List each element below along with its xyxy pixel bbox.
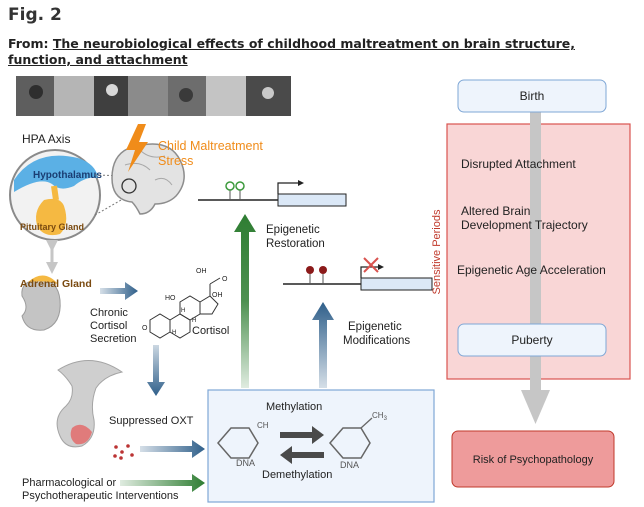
age-acceleration-label: Epigenetic Age Acceleration (457, 263, 606, 277)
epigenetic-mod-line2: Modifications (343, 335, 410, 347)
chronic-line2: Cortisol (90, 320, 127, 332)
lightning-icon (126, 124, 148, 172)
steroid-h2: H (192, 318, 196, 324)
pituitary-label: Pituitary Gland (20, 222, 84, 232)
steroid-o-right: O (222, 276, 228, 283)
demethylation-label: Demethylation (262, 469, 332, 481)
from-prefix: From: (8, 36, 53, 51)
interventions-line2: Psychotherapeutic Interventions (22, 490, 179, 502)
methylation-arrow (280, 426, 324, 444)
dna-right-label: DNA (340, 460, 359, 470)
suppressed-oxt-label: Suppressed OXT (109, 415, 194, 427)
birth-label: Birth (520, 89, 545, 103)
birth-node (457, 79, 607, 113)
cortisol-to-oxt-arrow (147, 345, 165, 396)
adrenal-label: Adrenal Gland (20, 278, 92, 290)
brain-icon (111, 143, 185, 215)
chronic-line3: Secretion (90, 333, 136, 345)
steroid-h1: H (181, 308, 185, 314)
adrenal-kidney-icon (21, 275, 61, 331)
puberty-label: Puberty (511, 333, 552, 347)
epigenetic-restoration-line1: Epigenetic (266, 224, 320, 236)
restoration-arrow (234, 214, 256, 388)
methylation-box (207, 389, 435, 503)
hypothalamus-label: Hypothalamus (33, 170, 102, 181)
steroid-h3: H (172, 330, 176, 336)
cortisol-structure (149, 277, 221, 339)
hpa-axis-title: HPA Axis (22, 132, 70, 146)
altered-brain-line2: Development Trajectory (461, 218, 588, 232)
dna-ring-right (329, 427, 371, 459)
photo-strip (16, 76, 291, 116)
pituitary-shape (36, 198, 67, 236)
methylation-label: Methylation (266, 401, 322, 413)
article-title-link[interactable]: The neurobiological effects of childhood… (8, 36, 575, 67)
dna-ring-left (217, 427, 259, 459)
steroid-oh-top: OH (196, 268, 207, 275)
gene-silenced (283, 257, 433, 291)
interventions-line1: Pharmacological or (22, 477, 116, 489)
figure-label: Fig. 2 (8, 5, 62, 25)
stress-label-line1: Child Maltreatment (158, 139, 263, 153)
dna-left-label: DNA (236, 458, 255, 468)
demethylation-arrow (280, 446, 324, 464)
steroid-ho: HO (165, 295, 176, 302)
hypothalamus-shape (14, 155, 98, 192)
epigenetic-restoration-line2: Restoration (266, 238, 325, 250)
sensitive-periods-label: Sensitive Periods (431, 209, 443, 294)
interventions-arrow (120, 474, 205, 492)
altered-brain-line1: Altered Brain (461, 204, 530, 218)
ch-label: CH (257, 421, 269, 430)
epigenetic-mod-line1: Epigenetic (348, 321, 402, 333)
hpa-axis-illustration (9, 149, 101, 241)
steroid-oh-mid: OH (212, 292, 223, 299)
gene-restored (198, 180, 347, 207)
adrenal-to-cortisol-arrow (100, 282, 138, 300)
figure-source: From: The neurobiological effects of chi… (8, 36, 638, 68)
modification-arrow (312, 302, 334, 388)
disrupted-attachment-label: Disrupted Attachment (461, 157, 576, 171)
puberty-node (457, 323, 607, 357)
timeline-arrow (521, 390, 550, 424)
ch3-label: CH3 (372, 411, 388, 422)
risk-label: Risk of Psychopathology (473, 454, 594, 466)
risk-node (451, 430, 615, 488)
cortisol-label: Cortisol (192, 325, 229, 337)
chronic-line1: Chronic (90, 307, 128, 319)
oxt-pituitary-icon (56, 360, 124, 448)
oxt-to-methylation-arrow (140, 440, 205, 458)
steroid-o-left: O (142, 325, 148, 332)
stress-label-line2: Stress (158, 154, 193, 168)
oxt-dots (113, 444, 134, 460)
